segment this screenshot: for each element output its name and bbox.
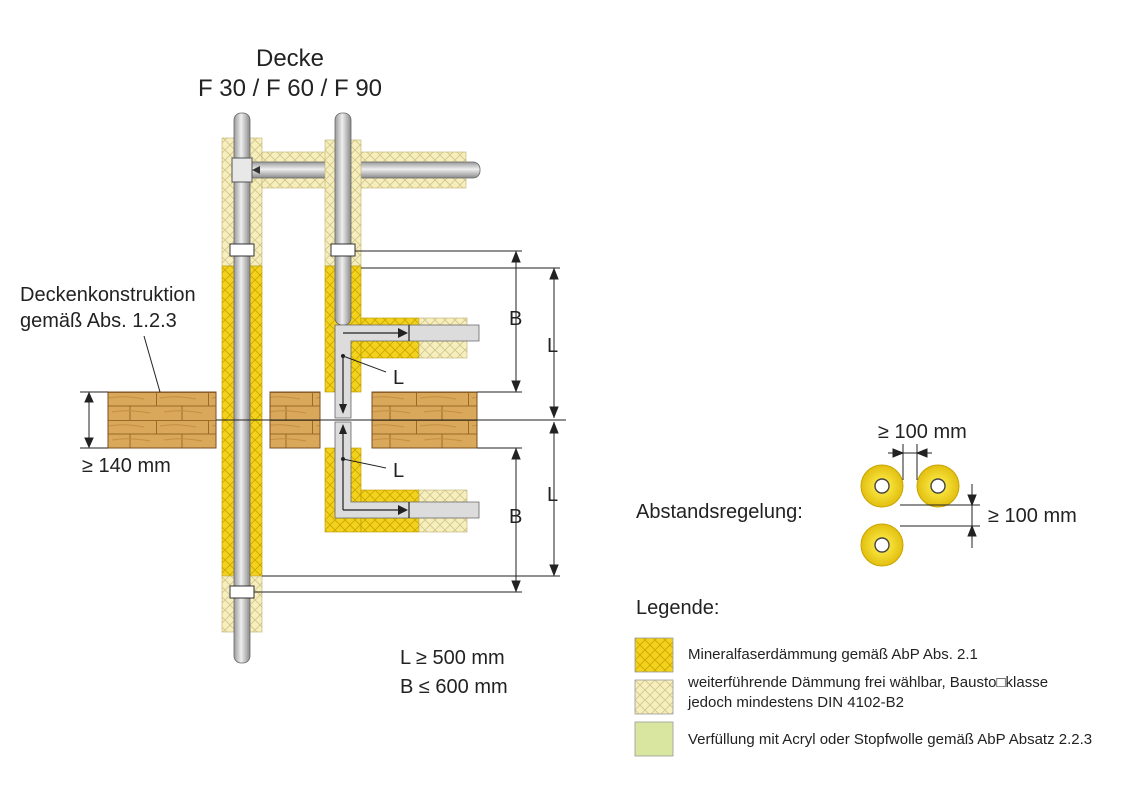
left-riser [221,112,263,664]
ceiling-construction-label: Deckenkonstruktion [20,284,196,306]
dimension-l-lower: L [547,484,559,506]
dimension-b-upper: B [509,308,523,330]
pipe-clamp [229,585,255,599]
legend-item-further-insulation-note: jedoch mindestens DIN 4102-B2 [688,694,904,711]
legend-swatches [634,637,674,757]
legend-item-mineral-wool: Mineralfaserdämmung gemäß AbP Abs. 2.1 [688,646,978,663]
rule-l: L ≥ 500 mm [400,647,505,669]
dimension-l-upper: L [547,335,559,357]
spacing-horizontal-label: ≥ 100 mm [878,421,967,443]
spacing-vertical-label: ≥ 100 mm [988,505,1077,527]
pipe [334,112,352,326]
legend-item-filling: Verfüllung mit Acryl oder Stopfwolle gem… [688,731,1093,748]
legend-item-further-insulation: weiterführende Dämmung frei wählbar, Bau… [688,674,1049,691]
dimension-b-lower: B [509,506,523,528]
title-line-2: F 30 / F 60 / F 90 [197,75,383,102]
rule-b: B ≤ 600 mm [400,676,508,698]
title-line-1: Decke [255,45,325,72]
slab-thickness-label: ≥ 140 mm [82,455,171,477]
legend-swatch-further-insulation [634,679,674,715]
slab-left [107,391,217,449]
tee-fitting [231,157,253,183]
dimension-lines [80,250,560,593]
pipe [233,112,251,664]
pipe-clamp [229,243,255,257]
legend-title: Legende: [636,597,720,619]
right-riser [324,112,480,533]
spacing-diagram [860,444,980,567]
pipe-elbow-lower [334,421,480,519]
dimension-l-pipe-lower: L [393,460,405,482]
dimension-l-pipe-upper: L [393,367,405,389]
ceiling-construction-ref: gemäß Abs. 1.2.3 [20,310,177,332]
pipe-elbow-upper [334,324,480,419]
pipe-clamp [330,243,356,257]
spacing-title: Abstandsregelung: [636,501,803,523]
legend-swatch-filling [634,721,674,757]
legend-swatch-mineral-wool [634,637,674,673]
